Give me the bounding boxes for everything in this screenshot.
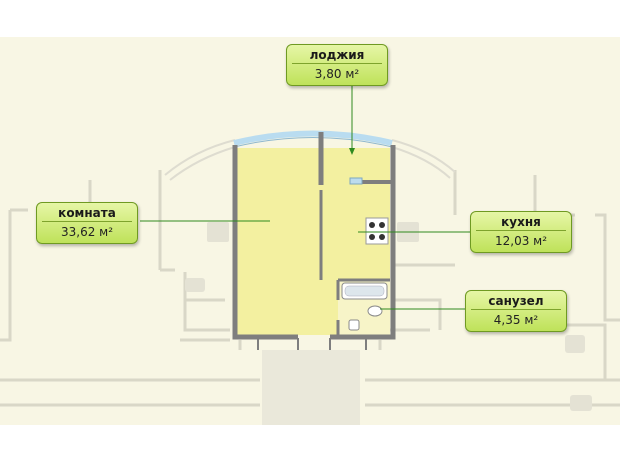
callout-kitchen: кухня 12,03 м² bbox=[470, 211, 572, 253]
neighbor-balconies bbox=[164, 139, 456, 181]
loggia-glazing-edge bbox=[233, 137, 393, 148]
room-name-loggia: лоджия bbox=[292, 45, 382, 64]
room-floor bbox=[235, 148, 320, 335]
sink-icon bbox=[367, 305, 383, 317]
bathtub-icon bbox=[341, 282, 388, 300]
room-name-bathroom: санузел bbox=[471, 291, 561, 310]
room-area-loggia: 3,80 м² bbox=[314, 67, 360, 81]
leader-lines bbox=[140, 80, 470, 310]
room-area-kitchen: 12,03 м² bbox=[494, 234, 548, 248]
leader-loggia-arrow bbox=[349, 148, 355, 155]
room-name-kitchen: кухня bbox=[476, 212, 566, 231]
callout-loggia: лоджия 3,80 м² bbox=[286, 44, 388, 86]
neighbor-stair bbox=[262, 350, 360, 425]
callout-room: комната 33,62 м² bbox=[36, 202, 138, 244]
neighbor-fixtures bbox=[185, 222, 592, 411]
toilet-icon bbox=[348, 319, 360, 331]
room-name-room: комната bbox=[42, 203, 132, 222]
room-area-bathroom: 4,35 м² bbox=[493, 313, 539, 327]
entry-wall-stubs bbox=[257, 338, 367, 350]
callout-bathroom: санузел 4,35 м² bbox=[465, 290, 567, 332]
room-area-room: 33,62 м² bbox=[60, 225, 114, 239]
walls bbox=[232, 132, 396, 340]
stove-icon bbox=[365, 217, 389, 245]
loggia-glazing bbox=[233, 130, 393, 146]
radiator-mark bbox=[349, 177, 363, 185]
